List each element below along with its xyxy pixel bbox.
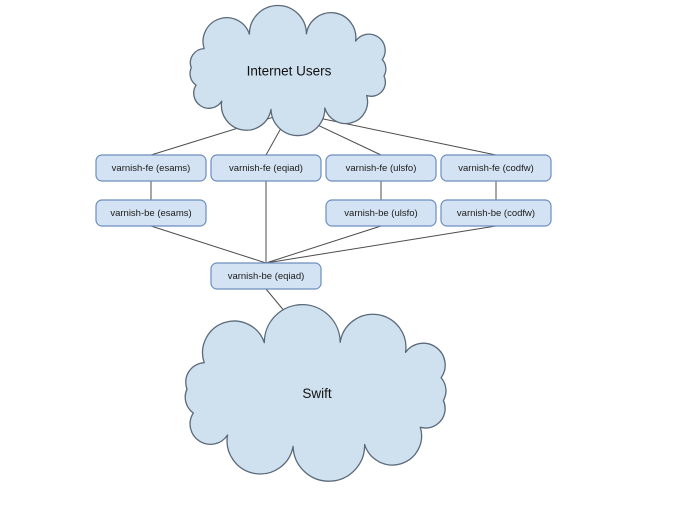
cloud-node-internet-users[interactable]: Internet Users <box>189 4 387 137</box>
node-box <box>325 199 437 227</box>
cloud-node-swift[interactable]: Swift <box>184 303 447 482</box>
node-box <box>95 199 207 227</box>
nodes-layer: varnish-fe (esams) varnish-fe (eqiad) varn… <box>95 154 552 290</box>
node-box <box>210 262 322 290</box>
node-label: varnish-fe (eqiad) <box>229 163 303 174</box>
node-label: varnish-fe (ulsfo) <box>346 163 417 174</box>
edge-connector <box>150 225 267 264</box>
node-label: varnish-fe (codfw) <box>458 163 534 174</box>
node-label: varnish-be (codfw) <box>457 208 535 219</box>
node-label: varnish-be (esams) <box>110 208 191 219</box>
edge-connector <box>265 225 497 264</box>
node-varnish-fe-esams[interactable]: varnish-fe (esams) <box>95 154 207 182</box>
node-varnish-fe-codfw[interactable]: varnish-fe (codfw) <box>440 154 552 182</box>
node-box <box>325 154 437 182</box>
node-varnish-be-codfw[interactable]: varnish-be (codfw) <box>440 199 552 227</box>
edge-connector <box>265 225 382 264</box>
node-varnish-be-eqiad[interactable]: varnish-be (eqiad) <box>210 262 322 290</box>
node-varnish-be-esams[interactable]: varnish-be (esams) <box>95 199 207 227</box>
node-label: varnish-be (ulsfo) <box>344 208 417 219</box>
node-varnish-be-ulsfo[interactable]: varnish-be (ulsfo) <box>325 199 437 227</box>
cloud-label: Swift <box>302 386 332 401</box>
node-box <box>440 199 552 227</box>
cloud-icon <box>184 303 447 482</box>
edge-connector <box>289 111 497 156</box>
node-box <box>210 154 322 182</box>
node-box <box>440 154 552 182</box>
node-varnish-fe-eqiad[interactable]: varnish-fe (eqiad) <box>210 154 322 182</box>
node-label: varnish-be (eqiad) <box>228 271 305 282</box>
node-varnish-fe-ulsfo[interactable]: varnish-fe (ulsfo) <box>325 154 437 182</box>
node-box <box>95 154 207 182</box>
cloud-label: Internet Users <box>247 64 332 79</box>
cloud-icon <box>189 4 387 137</box>
node-label: varnish-fe (esams) <box>112 163 191 174</box>
